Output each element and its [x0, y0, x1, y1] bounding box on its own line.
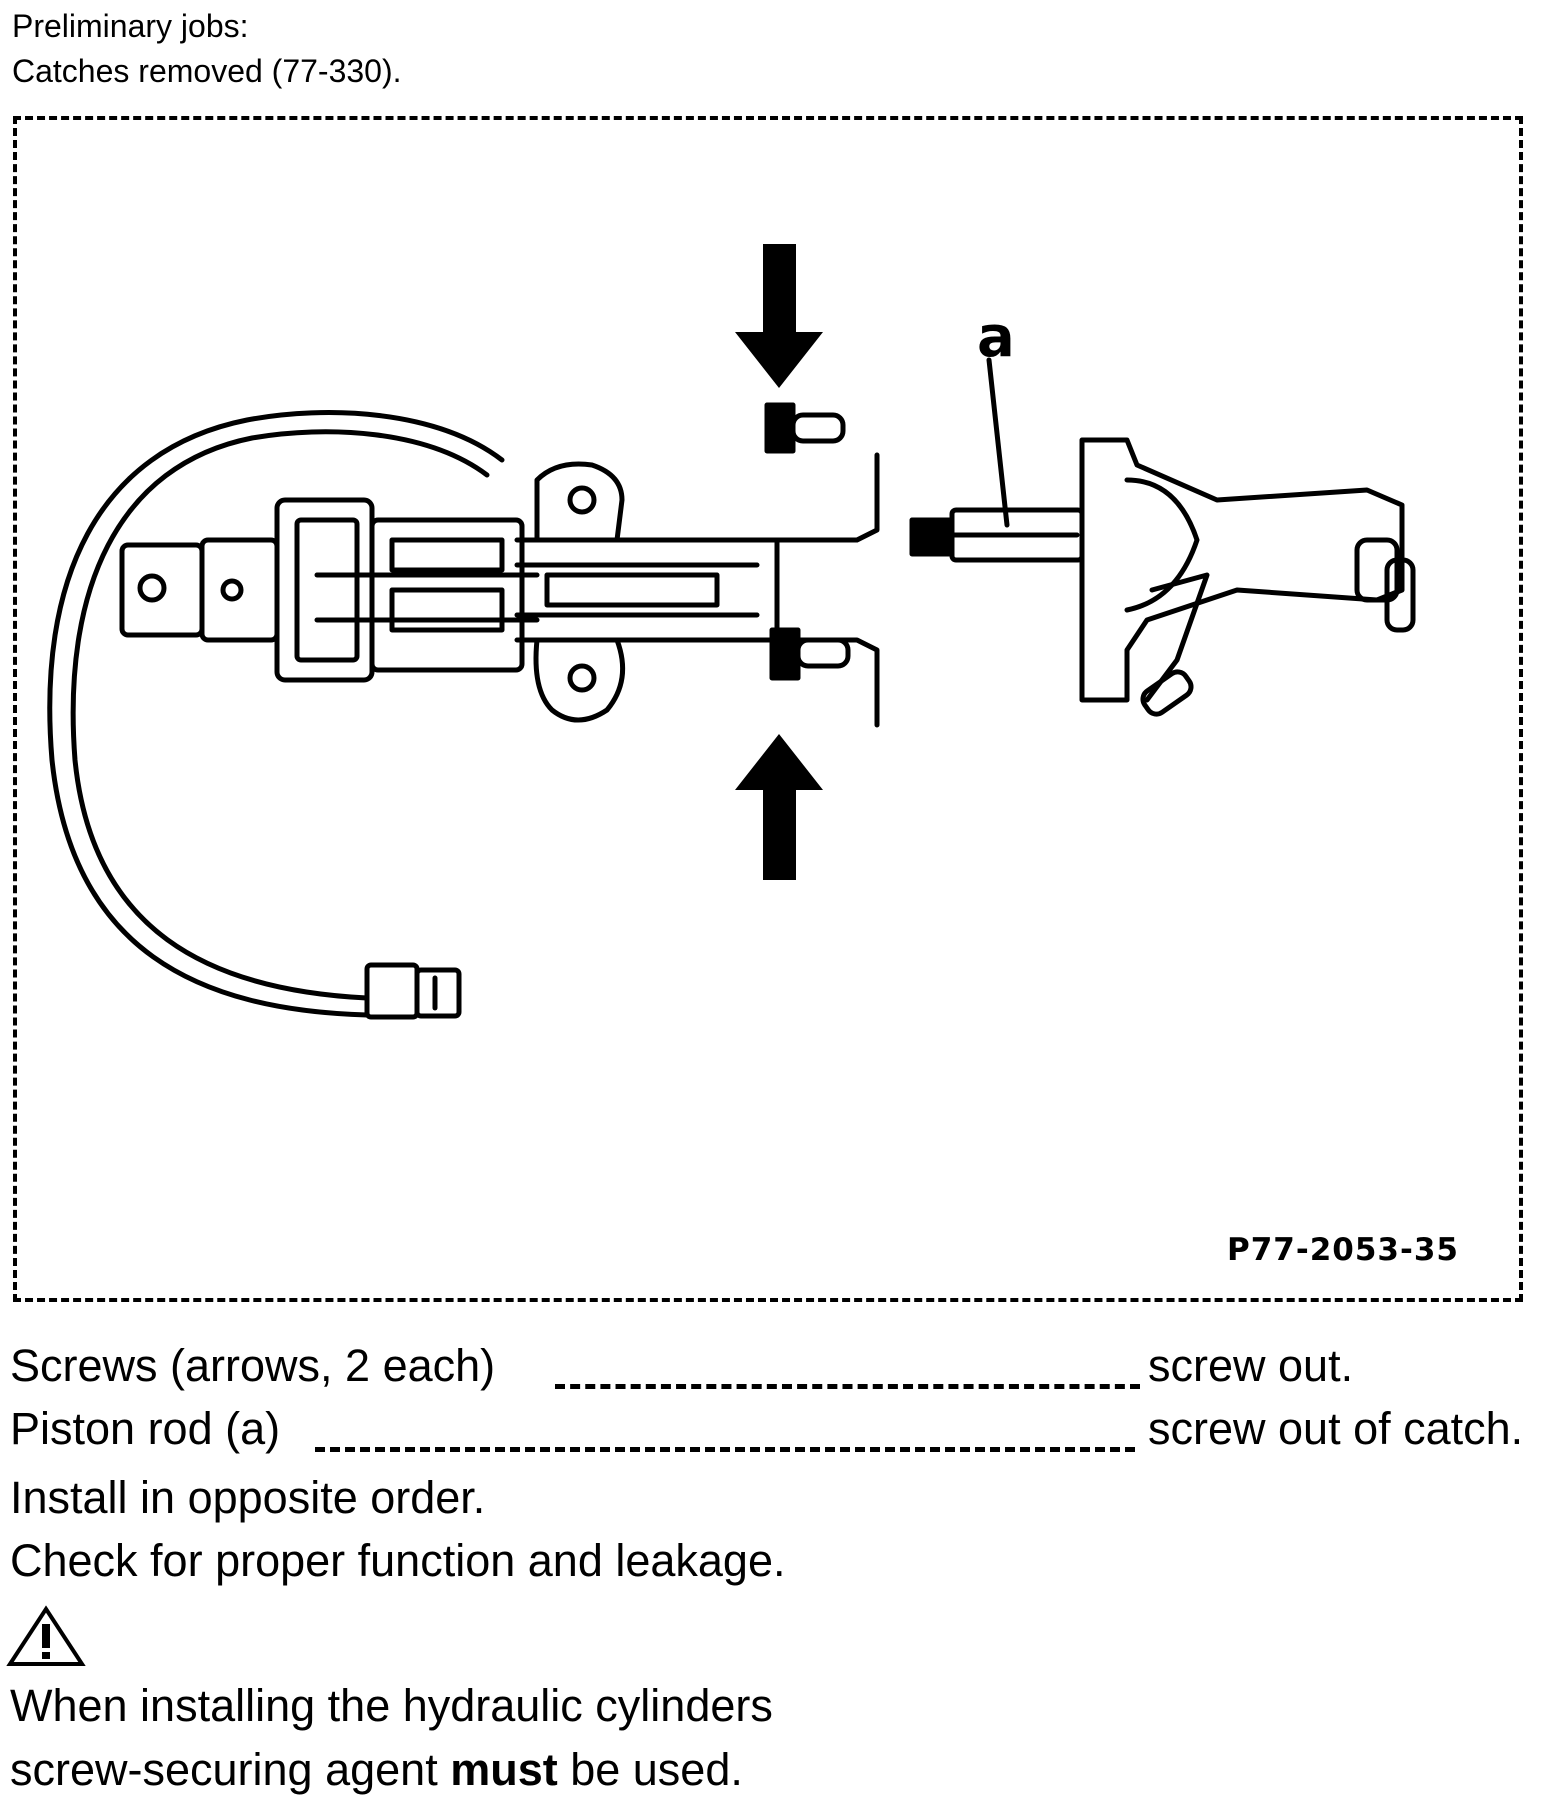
cable: [47, 410, 505, 1018]
preliminary-heading: Preliminary jobs:: [12, 8, 249, 44]
leader-a: [986, 357, 1010, 528]
bracket: [534, 461, 625, 543]
arrow-down: [735, 244, 823, 388]
piston-rod: [909, 507, 1085, 563]
leader-dots: [555, 1340, 1140, 1389]
warning-line-1: When installing the hydraulic cylinders: [10, 1680, 773, 1731]
warning-text: screw-securing agent: [10, 1744, 451, 1795]
step-item: Screws (arrows, 2 each): [10, 1340, 496, 1391]
note-install: Install in opposite order.: [10, 1472, 486, 1523]
hydraulic-cylinder-illustration: [47, 244, 1416, 1020]
arrow-up: [735, 734, 823, 880]
cable-connector: [364, 962, 420, 1020]
screw-lower: [769, 627, 851, 681]
screw-upper: [764, 402, 846, 454]
warning-text-end: be used.: [557, 1744, 743, 1795]
figure-code: P77-2053-35: [1226, 1232, 1459, 1268]
step-action: screw out.: [1148, 1340, 1354, 1391]
label-a: a: [977, 305, 1015, 370]
illustration-frame: a P77-2053-35: [13, 116, 1523, 1302]
note-check: Check for proper function and leakage.: [10, 1535, 786, 1586]
step-action: screw out of catch.: [1148, 1403, 1524, 1454]
warning-triangle-icon: [6, 1605, 86, 1666]
rail: [514, 537, 780, 643]
warning-emphasis: must: [450, 1744, 558, 1795]
preliminary-jobs: Preliminary jobs: Catches removed (77-33…: [12, 4, 402, 94]
step-item: Piston rod (a): [10, 1403, 281, 1454]
cable-inner: [70, 429, 490, 1001]
warning-line-2: screw-securing agent must be used.: [10, 1744, 743, 1796]
preliminary-item: Catches removed (77-330).: [12, 53, 402, 89]
leader-dots: [315, 1403, 1135, 1452]
